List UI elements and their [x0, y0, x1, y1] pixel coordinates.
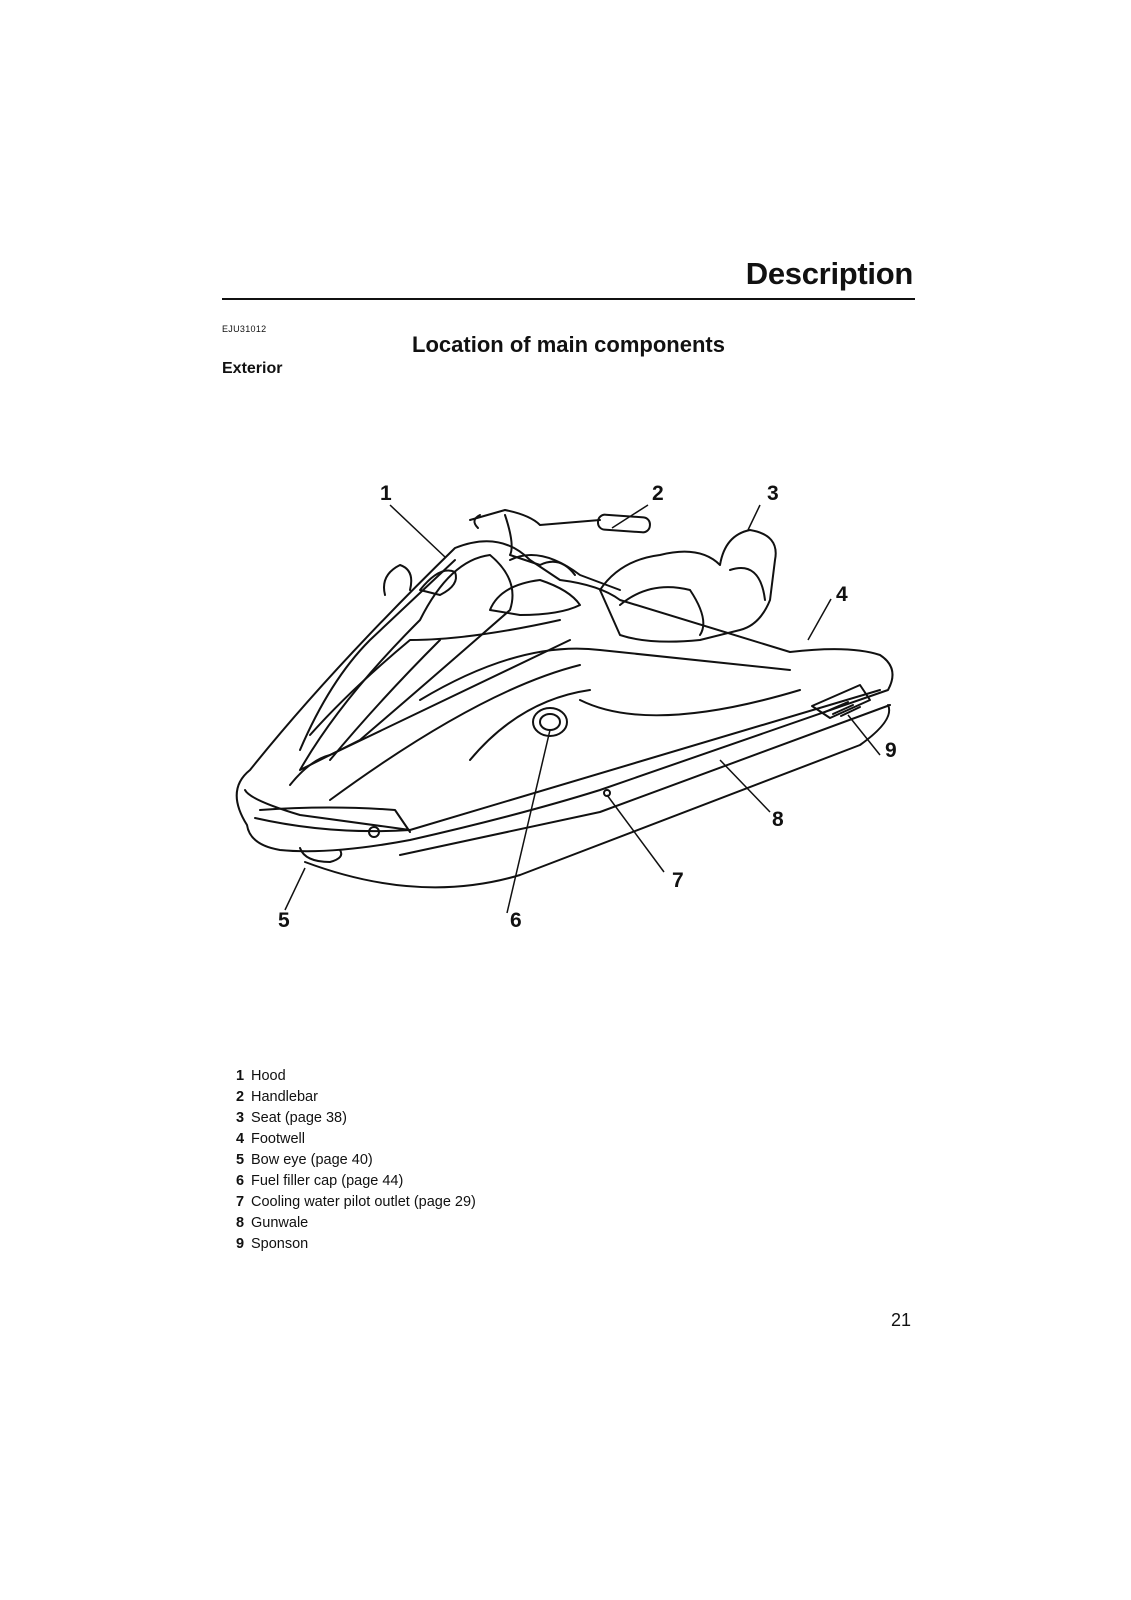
page-heading: Location of main components	[412, 332, 725, 357]
legend-number: 3	[236, 1110, 245, 1126]
legend-item: 7 Cooling water pilot outlet (page 29)	[236, 1192, 476, 1213]
legend-label: Sponson	[251, 1236, 309, 1252]
callout-3: 3	[767, 482, 779, 505]
legend-number: 1	[236, 1068, 245, 1084]
legend-item: 8 Gunwale	[236, 1213, 476, 1234]
legend-label: Hood	[251, 1068, 286, 1084]
legend-number: 7	[236, 1194, 245, 1210]
callout-9: 9	[885, 739, 897, 762]
legend-number: 5	[236, 1152, 245, 1168]
callout-4: 4	[836, 583, 848, 606]
header-rule	[222, 298, 915, 300]
legend-label: Footwell	[251, 1131, 305, 1147]
legend-number: 9	[236, 1236, 245, 1252]
legend-item: 3 Seat (page 38)	[236, 1108, 476, 1129]
legend-label: Seat (page 38)	[251, 1110, 347, 1126]
document-code: EJU31012	[222, 324, 267, 334]
callout-labels: 1 2 3 4 5 6 7 8 9	[278, 482, 897, 932]
section-title: Description	[745, 256, 914, 291]
legend-number: 8	[236, 1215, 245, 1231]
legend-item: 2 Handlebar	[236, 1087, 476, 1108]
legend-number: 4	[236, 1131, 245, 1147]
legend-label: Bow eye (page 40)	[251, 1152, 373, 1168]
page-subheading: Exterior	[222, 360, 283, 377]
legend-number: 6	[236, 1173, 245, 1189]
callout-2: 2	[652, 482, 664, 505]
legend-item: 4 Footwell	[236, 1129, 476, 1150]
callout-5: 5	[278, 909, 290, 932]
callout-1: 1	[380, 482, 392, 505]
watercraft-illustration	[235, 509, 894, 889]
component-legend: 1 Hood 2 Handlebar 3 Seat (page 38) 4 Footwe…	[236, 1066, 476, 1255]
legend-number: 2	[236, 1089, 245, 1105]
legend-item: 5 Bow eye (page 40)	[236, 1150, 476, 1171]
legend-label: Fuel filler cap (page 44)	[251, 1173, 404, 1189]
legend-label: Cooling water pilot outlet (page 29)	[251, 1194, 476, 1210]
callout-6: 6	[510, 909, 522, 932]
leader-lines	[284, 504, 881, 914]
legend-item: 1 Hood	[236, 1066, 476, 1087]
legend-item: 6 Fuel filler cap (page 44)	[236, 1171, 476, 1192]
legend-label: Gunwale	[251, 1215, 309, 1231]
callout-8: 8	[772, 808, 784, 831]
callout-7: 7	[672, 869, 684, 892]
legend-item: 9 Sponson	[236, 1234, 476, 1255]
page-number: 21	[890, 1310, 911, 1330]
legend-label: Handlebar	[251, 1089, 318, 1105]
